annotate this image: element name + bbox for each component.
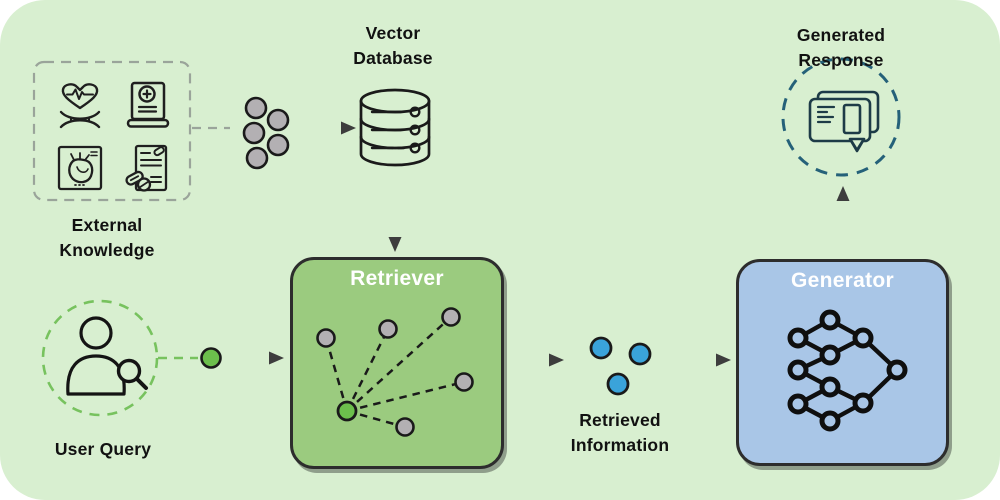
user-query-label: User Query bbox=[54, 439, 152, 459]
vector-database-label: Vector Database bbox=[353, 23, 433, 68]
generator-box: Generator bbox=[736, 259, 949, 466]
query-green-dot bbox=[200, 347, 222, 369]
retriever-title: Retriever bbox=[350, 267, 444, 290]
vector-database-icon bbox=[359, 88, 431, 167]
external-knowledge-dashed-box bbox=[32, 60, 192, 202]
generator-title: Generator bbox=[790, 269, 895, 292]
generated-response-dashed-circle bbox=[781, 57, 901, 177]
database-to-retriever-arrow bbox=[388, 182, 402, 252]
heart-xray-icon bbox=[57, 145, 103, 191]
external-knowledge-label: External Knowledge bbox=[59, 215, 155, 260]
retriever-to-info-arrow bbox=[509, 353, 564, 367]
medical-book-icon bbox=[126, 81, 170, 128]
generated-response-label: Generated Response bbox=[796, 25, 886, 70]
user-query-dashed-circle bbox=[41, 299, 159, 417]
chat-document-icon bbox=[808, 90, 880, 153]
generator-to-response-arrow bbox=[836, 186, 850, 254]
dots-to-database-arrow bbox=[300, 121, 356, 135]
heart-pulse-dna-icon bbox=[59, 83, 101, 129]
query-to-retriever-arrow bbox=[226, 351, 284, 365]
info-to-generator-arrow bbox=[676, 353, 731, 367]
person-search-icon bbox=[66, 316, 148, 396]
embedding-dots-cluster bbox=[242, 96, 290, 170]
prescription-pills-icon bbox=[125, 144, 168, 192]
retrieved-information-label: Retrieved Information bbox=[570, 410, 670, 455]
retrieved-information-dots bbox=[589, 336, 652, 396]
retriever-box: Retriever bbox=[290, 257, 504, 469]
